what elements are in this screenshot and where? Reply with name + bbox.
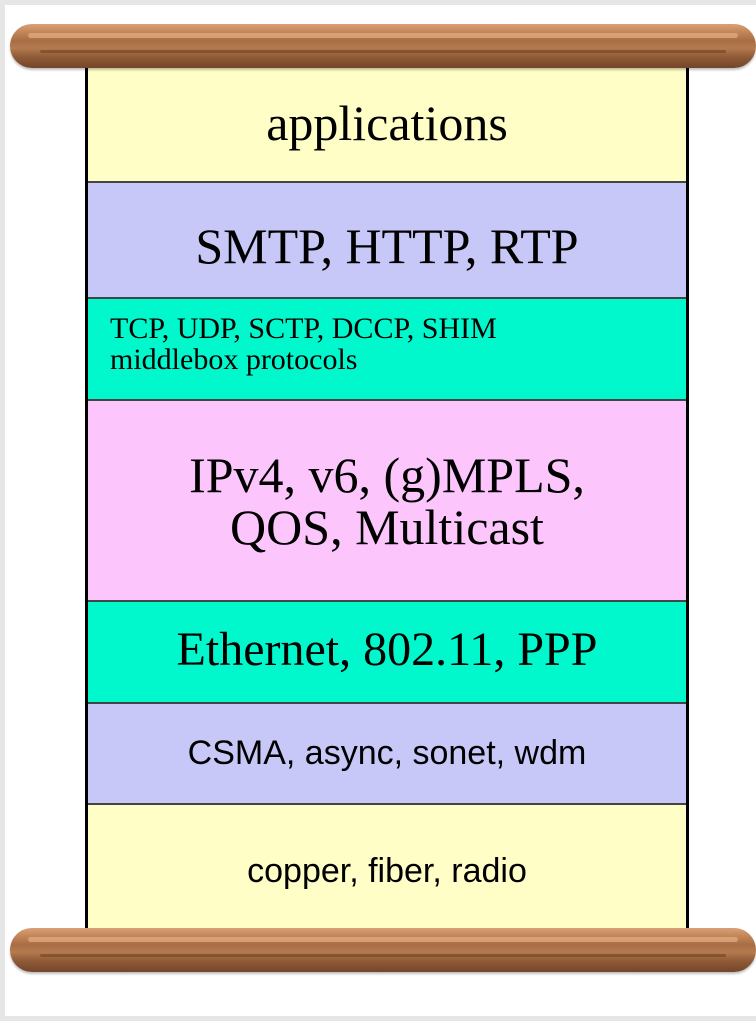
layer-network-label-line1: IPv4, v6, (g)MPLS, (189, 446, 585, 503)
bottom-scroll-rod (10, 928, 756, 972)
layer-applications: applications (88, 60, 686, 183)
layer-media-access: CSMA, async, sonet, wdm (88, 704, 686, 805)
layer-applications-label: applications (266, 94, 508, 151)
layer-transport-label-line2: middlebox protocols (110, 343, 358, 376)
layer-network: IPv4, v6, (g)MPLS, QOS, Multicast (88, 401, 686, 602)
layer-network-label-line2: QOS, Multicast (230, 498, 544, 555)
layer-physical-label: copper, fiber, radio (247, 852, 527, 890)
layer-transport: TCP, UDP, SCTP, DCCP, SHIM middlebox pro… (88, 299, 686, 401)
layer-transport-label-line1: TCP, UDP, SCTP, DCCP, SHIM (110, 312, 497, 345)
layer-link: Ethernet, 802.11, PPP (88, 602, 686, 704)
layer-media-access-label: CSMA, async, sonet, wdm (187, 734, 587, 772)
top-scroll-rod (10, 24, 756, 68)
layer-physical: copper, fiber, radio (88, 805, 686, 938)
layer-application-protocols-label: SMTP, HTTP, RTP (195, 218, 579, 274)
layer-application-protocols: SMTP, HTTP, RTP (88, 183, 686, 299)
protocol-stack: applications SMTP, HTTP, RTP TCP, UDP, S… (85, 60, 689, 938)
layer-link-label: Ethernet, 802.11, PPP (176, 622, 598, 676)
